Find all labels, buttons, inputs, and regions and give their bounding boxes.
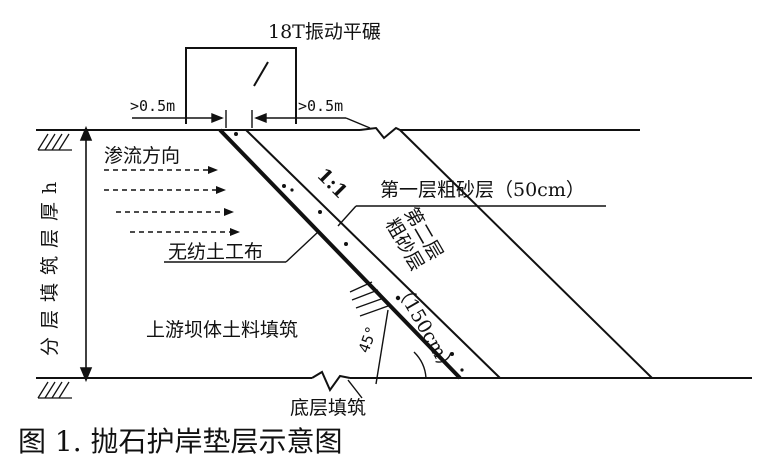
angle-label: 45° — [355, 324, 381, 356]
gap-left-label: >0.5m — [130, 97, 175, 115]
bottom-ground-line — [36, 370, 752, 393]
soil-hatch-top — [37, 133, 72, 151]
upstream-fill-label: 上游坝体土料填筑 — [146, 319, 298, 341]
soil-hatch-bottom — [37, 381, 72, 399]
slope-ratio-label: 1:1 — [312, 164, 351, 203]
sand-particles — [234, 132, 464, 372]
geotextile-line — [218, 128, 462, 380]
bottom-fill-label: 底层填筑 — [290, 397, 366, 419]
layer1-label: 第一层粗砂层（50cm） — [380, 179, 585, 201]
gap-right-label: >0.5m — [298, 97, 343, 115]
angle-arc — [413, 351, 427, 379]
gap-dimensions — [132, 110, 371, 129]
seepage-arrows — [104, 169, 232, 233]
top-ground-line — [36, 126, 640, 140]
roller-box — [185, 47, 297, 124]
cushion-layer-diagram: 18T振动平碾 >0.5m >0.5m 渗流方向 1:1 第一层粗砂层（50cm… — [36, 21, 752, 419]
seepage-label: 渗流方向 — [104, 145, 180, 167]
slope-lines — [218, 128, 653, 380]
roller-label: 18T振动平碾 — [268, 21, 381, 43]
thickness-dimension — [79, 125, 93, 383]
layer1-outer-line — [245, 129, 501, 379]
seepage-arrowheads — [208, 166, 240, 236]
layer2-outer-line — [399, 129, 653, 379]
vertical-thickness-label: 分层填筑层厚h — [39, 174, 61, 356]
figure-caption: 图 1. 抛石护岸垫层示意图 — [18, 425, 343, 458]
geotextile-label: 无纺土工布 — [168, 241, 263, 263]
leader-lines — [164, 205, 606, 399]
